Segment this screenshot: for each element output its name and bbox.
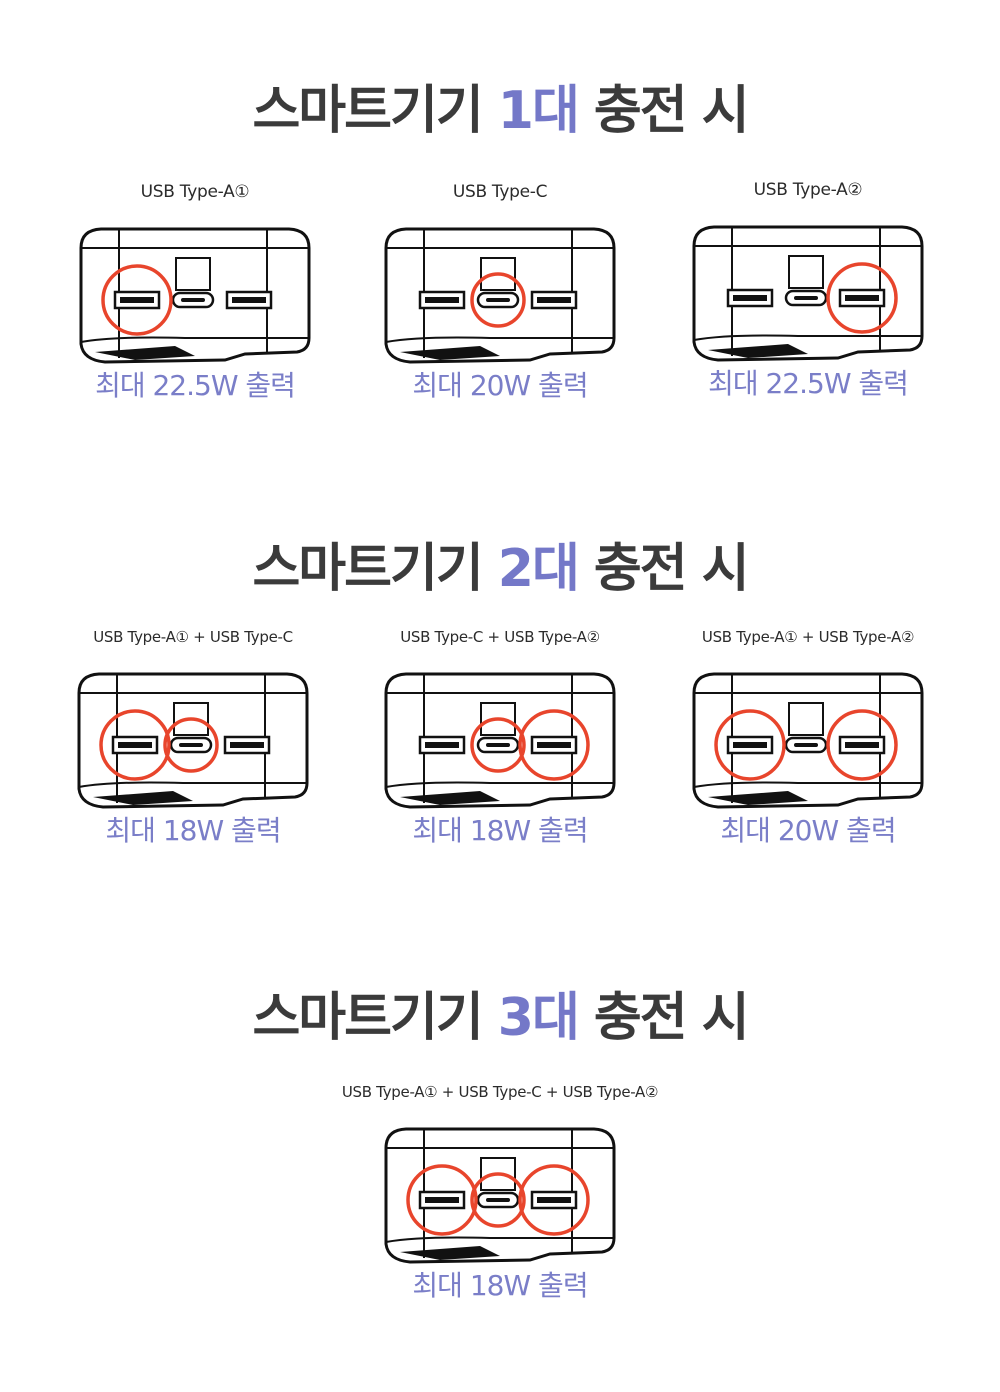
body-bottom-line [385,1236,614,1243]
body-shadow [400,1246,500,1260]
highlight-circle [714,709,786,781]
usb-c-tongue [794,296,818,300]
highlight-circle [99,709,171,781]
highlight-circle [518,1164,590,1236]
body-bottom-line [80,336,309,343]
max-output-text: 최대 20W 출력 [720,814,896,847]
highlight-circle [826,709,898,781]
usb-a-contacts [425,742,459,748]
heading-suffix: 충전 시 [593,539,750,599]
heading-count: 1대 [497,81,580,141]
port-label: USB Type-A② [753,180,863,200]
usb-c-tongue [486,1198,510,1202]
usb-a-contacts [120,297,154,303]
body-shadow [93,791,193,805]
heading-prefix: 스마트기기 [252,988,483,1048]
highlight-circle [406,1164,478,1236]
charger-device-illustration [384,672,616,809]
port-label: USB Type-C [452,182,548,202]
option-card: USB Type-A① + USB Type-A② 최대 20W 출력 [658,625,958,849]
usb-a-contacts [733,295,767,301]
usb-c-tongue [179,743,203,747]
usb-a-contacts [118,742,152,748]
port-label: USB Type-A① + USB Type-C + USB Type-A② [341,1083,659,1101]
body-bottom-line [385,781,614,788]
heading-count: 3대 [497,988,580,1048]
charger-device-illustration [79,227,311,364]
max-output-text: 최대 20W 출력 [412,369,588,402]
usb-c-tongue [486,743,510,747]
usb-a-contacts [232,297,266,303]
usb-a-contacts [425,297,459,303]
highlight-circle [470,1172,526,1228]
heading-prefix: 스마트기기 [252,81,483,141]
indicator-window [788,702,824,736]
highlight-circle [163,717,219,773]
option-card: USB Type-A① 최대 22.5W 출력 [45,180,345,404]
max-output-text: 최대 18W 출력 [105,814,281,847]
indicator-window [788,255,824,289]
usb-c-tongue [486,298,510,302]
body-bottom-line [693,334,922,341]
highlight-circle [826,262,898,334]
usb-a-contacts [537,1197,571,1203]
max-output-text: 최대 22.5W 출력 [708,367,909,400]
usb-a-contacts [733,742,767,748]
charger-device-illustration [692,672,924,809]
body-shadow [708,791,808,805]
body-bottom-line [78,781,307,788]
max-output-text: 최대 18W 출력 [412,1269,588,1302]
section-2-heading: 스마트기기 2대 충전 시 [0,526,1000,601]
indicator-window [175,257,211,291]
usb-a-contacts [425,1197,459,1203]
port-label: USB Type-A① + USB Type-A② [701,628,915,646]
body-bottom-line [693,781,922,788]
option-card: USB Type-A① + USB Type-C + USB Type-A② 최… [300,1080,700,1304]
highlight-circle [470,717,526,773]
body-shadow [400,791,500,805]
heading-count: 2대 [497,539,580,599]
charger-device-illustration [384,1127,616,1264]
usb-a-contacts [537,742,571,748]
heading-suffix: 충전 시 [593,988,750,1048]
indicator-window [480,257,516,291]
section-3-heading: 스마트기기 3대 충전 시 [0,975,1000,1050]
highlight-circle [470,272,526,328]
max-output-text: 최대 22.5W 출력 [95,369,296,402]
usb-a-contacts [845,742,879,748]
body-bottom-line [385,336,614,343]
option-card: USB Type-A② 최대 22.5W 출력 [658,178,958,402]
charger-device-illustration [692,225,924,362]
port-label: USB Type-A① + USB Type-C [93,628,293,646]
option-card: USB Type-C 최대 20W 출력 [350,180,650,404]
heading-suffix: 충전 시 [593,81,750,141]
usb-c-tongue [794,743,818,747]
option-card: USB Type-C + USB Type-A② 최대 18W 출력 [350,625,650,849]
usb-c-tongue [181,298,205,302]
usb-a-contacts [845,295,879,301]
heading-prefix: 스마트기기 [252,539,483,599]
max-output-text: 최대 18W 출력 [412,814,588,847]
section-1-heading: 스마트기기 1대 충전 시 [0,68,1000,143]
body-shadow [708,344,808,358]
usb-a-contacts [230,742,264,748]
body-shadow [400,346,500,360]
body-shadow [95,346,195,360]
option-card: USB Type-A① + USB Type-C 최대 18W 출력 [43,625,343,849]
charger-device-illustration [384,227,616,364]
port-label: USB Type-C + USB Type-A② [400,628,600,646]
port-label: USB Type-A① [140,182,250,202]
highlight-circle [518,709,590,781]
charger-device-illustration [77,672,309,809]
usb-a-contacts [537,297,571,303]
highlight-circle [101,264,173,336]
